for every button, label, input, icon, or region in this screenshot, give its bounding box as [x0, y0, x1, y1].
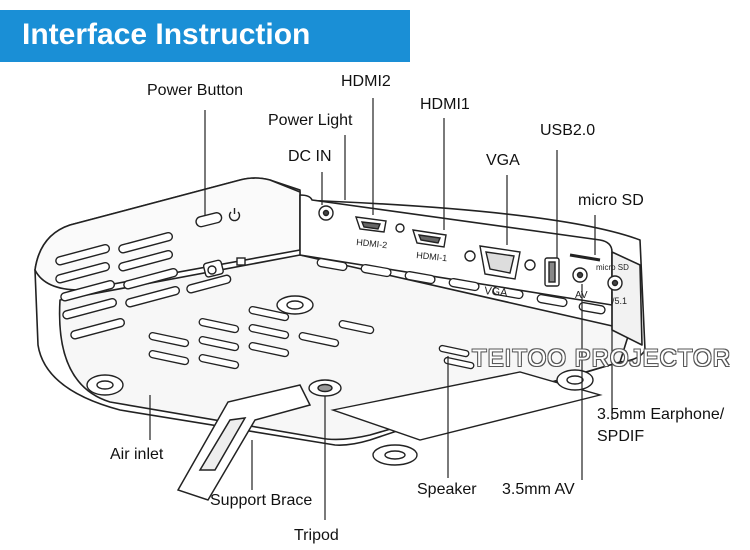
power-icon: [228, 208, 241, 222]
label-vga: VGA: [486, 152, 520, 169]
label-av: 3.5mm AV: [502, 481, 575, 498]
earphone-port: [607, 275, 623, 291]
label-air-inlet: Air inlet: [110, 446, 164, 463]
label-dc-in: DC IN: [288, 148, 332, 165]
port-label-micro-sd: micro SD: [596, 263, 629, 272]
tripod-socket: [308, 379, 342, 397]
micro-sd-slot: [569, 253, 601, 262]
dc-in-port: [318, 205, 334, 221]
label-power-button: Power Button: [147, 82, 244, 99]
label-usb: USB2.0: [540, 122, 596, 139]
port-label-earphone: /5.1: [612, 296, 627, 306]
page-title: Interface Instruction: [22, 18, 311, 51]
watermark: TEITOO PROJECTOR: [472, 345, 732, 372]
port-label-hdmi1: HDMI-1: [416, 250, 448, 263]
port-label-vga: VGA: [484, 285, 509, 299]
av-port: [572, 267, 588, 283]
speaker-panel: [330, 371, 603, 441]
label-support-brace: Support Brace: [210, 492, 313, 509]
label-hdmi1: HDMI1: [420, 96, 470, 113]
label-power-light: Power Light: [268, 112, 353, 129]
label-earphone-line2: SPDIF: [597, 428, 645, 445]
label-micro-sd: micro SD: [578, 192, 644, 209]
support-brace: [176, 384, 312, 501]
usb-port: [544, 257, 560, 287]
hdmi2-port: [354, 216, 387, 233]
hdmi1-port: [412, 229, 447, 248]
label-tripod: Tripod: [294, 527, 339, 544]
vga-port: [464, 245, 536, 280]
power-button: [195, 212, 223, 228]
label-earphone-line1: 3.5mm Earphone/: [597, 406, 725, 423]
label-speaker: Speaker: [417, 481, 477, 498]
label-hdmi2: HDMI2: [341, 73, 391, 90]
port-label-hdmi2: HDMI-2: [356, 237, 388, 250]
header-banner: Interface Instruction: [0, 10, 410, 62]
